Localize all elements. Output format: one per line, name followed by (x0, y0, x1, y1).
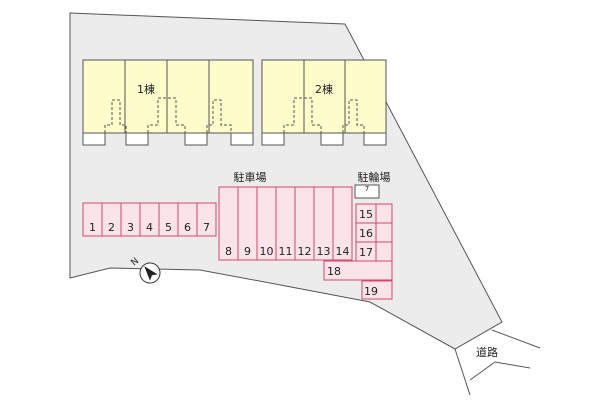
parking-slot-5-number: 5 (165, 221, 172, 234)
building-2: 2棟 (261, 59, 387, 146)
parking-slot-3-number: 3 (127, 221, 134, 234)
building-2-body (261, 59, 387, 134)
parking-slot-6-number: 6 (184, 221, 191, 234)
parking-slot-14-number: 14 (336, 245, 350, 258)
parking-slot-18-number: 18 (327, 265, 341, 278)
parking-slot-19-space (361, 280, 393, 300)
parking-slot-19-number: 19 (364, 285, 378, 298)
parking-slot-8-number: 8 (225, 245, 232, 258)
bicycle-parking-label: 駐輪場 (358, 170, 391, 184)
road-label: 道路 (476, 345, 498, 359)
north-label: N (130, 256, 142, 268)
parking-slot-11-number: 11 (279, 245, 293, 258)
parking-slot-9-number: 9 (244, 245, 251, 258)
parking-slot-15-extension (375, 203, 393, 224)
north-arrow-icon (139, 262, 161, 284)
parking-slot-14-space (332, 186, 353, 261)
parking-slot-18-space (323, 260, 393, 281)
parking-label: 駐車場 (234, 170, 267, 184)
parking-slot-10-number: 10 (260, 245, 274, 258)
parking-slot-16-extension (375, 222, 393, 243)
parking-slot-17-number: 17 (359, 246, 373, 259)
parking-slot-15-number: 15 (359, 208, 373, 221)
parking-slot-16-number: 16 (359, 227, 373, 240)
parking-slot-17-extension (375, 241, 393, 262)
parking-slot-1-number: 1 (89, 221, 96, 234)
building-2-label: 2棟 (315, 82, 333, 96)
parking-slot-12-number: 12 (298, 245, 312, 258)
road: 道路 (454, 329, 541, 396)
parking-slot-4-number: 4 (146, 221, 153, 234)
parking-slot-7-space (196, 202, 217, 237)
parking-slot-2-number: 2 (108, 221, 115, 234)
parking-slot-13-number: 13 (317, 245, 331, 258)
building-1: 1棟 (82, 59, 254, 146)
building-1-body (82, 59, 254, 134)
building-1-label: 1棟 (137, 82, 155, 96)
bicycle-parking-box-label: 7 (365, 185, 369, 193)
bicycle-parking-box: 7 (354, 184, 380, 199)
parking-slot-7-number: 7 (203, 221, 210, 234)
parking-column-right: 15 16 17 (355, 203, 393, 262)
